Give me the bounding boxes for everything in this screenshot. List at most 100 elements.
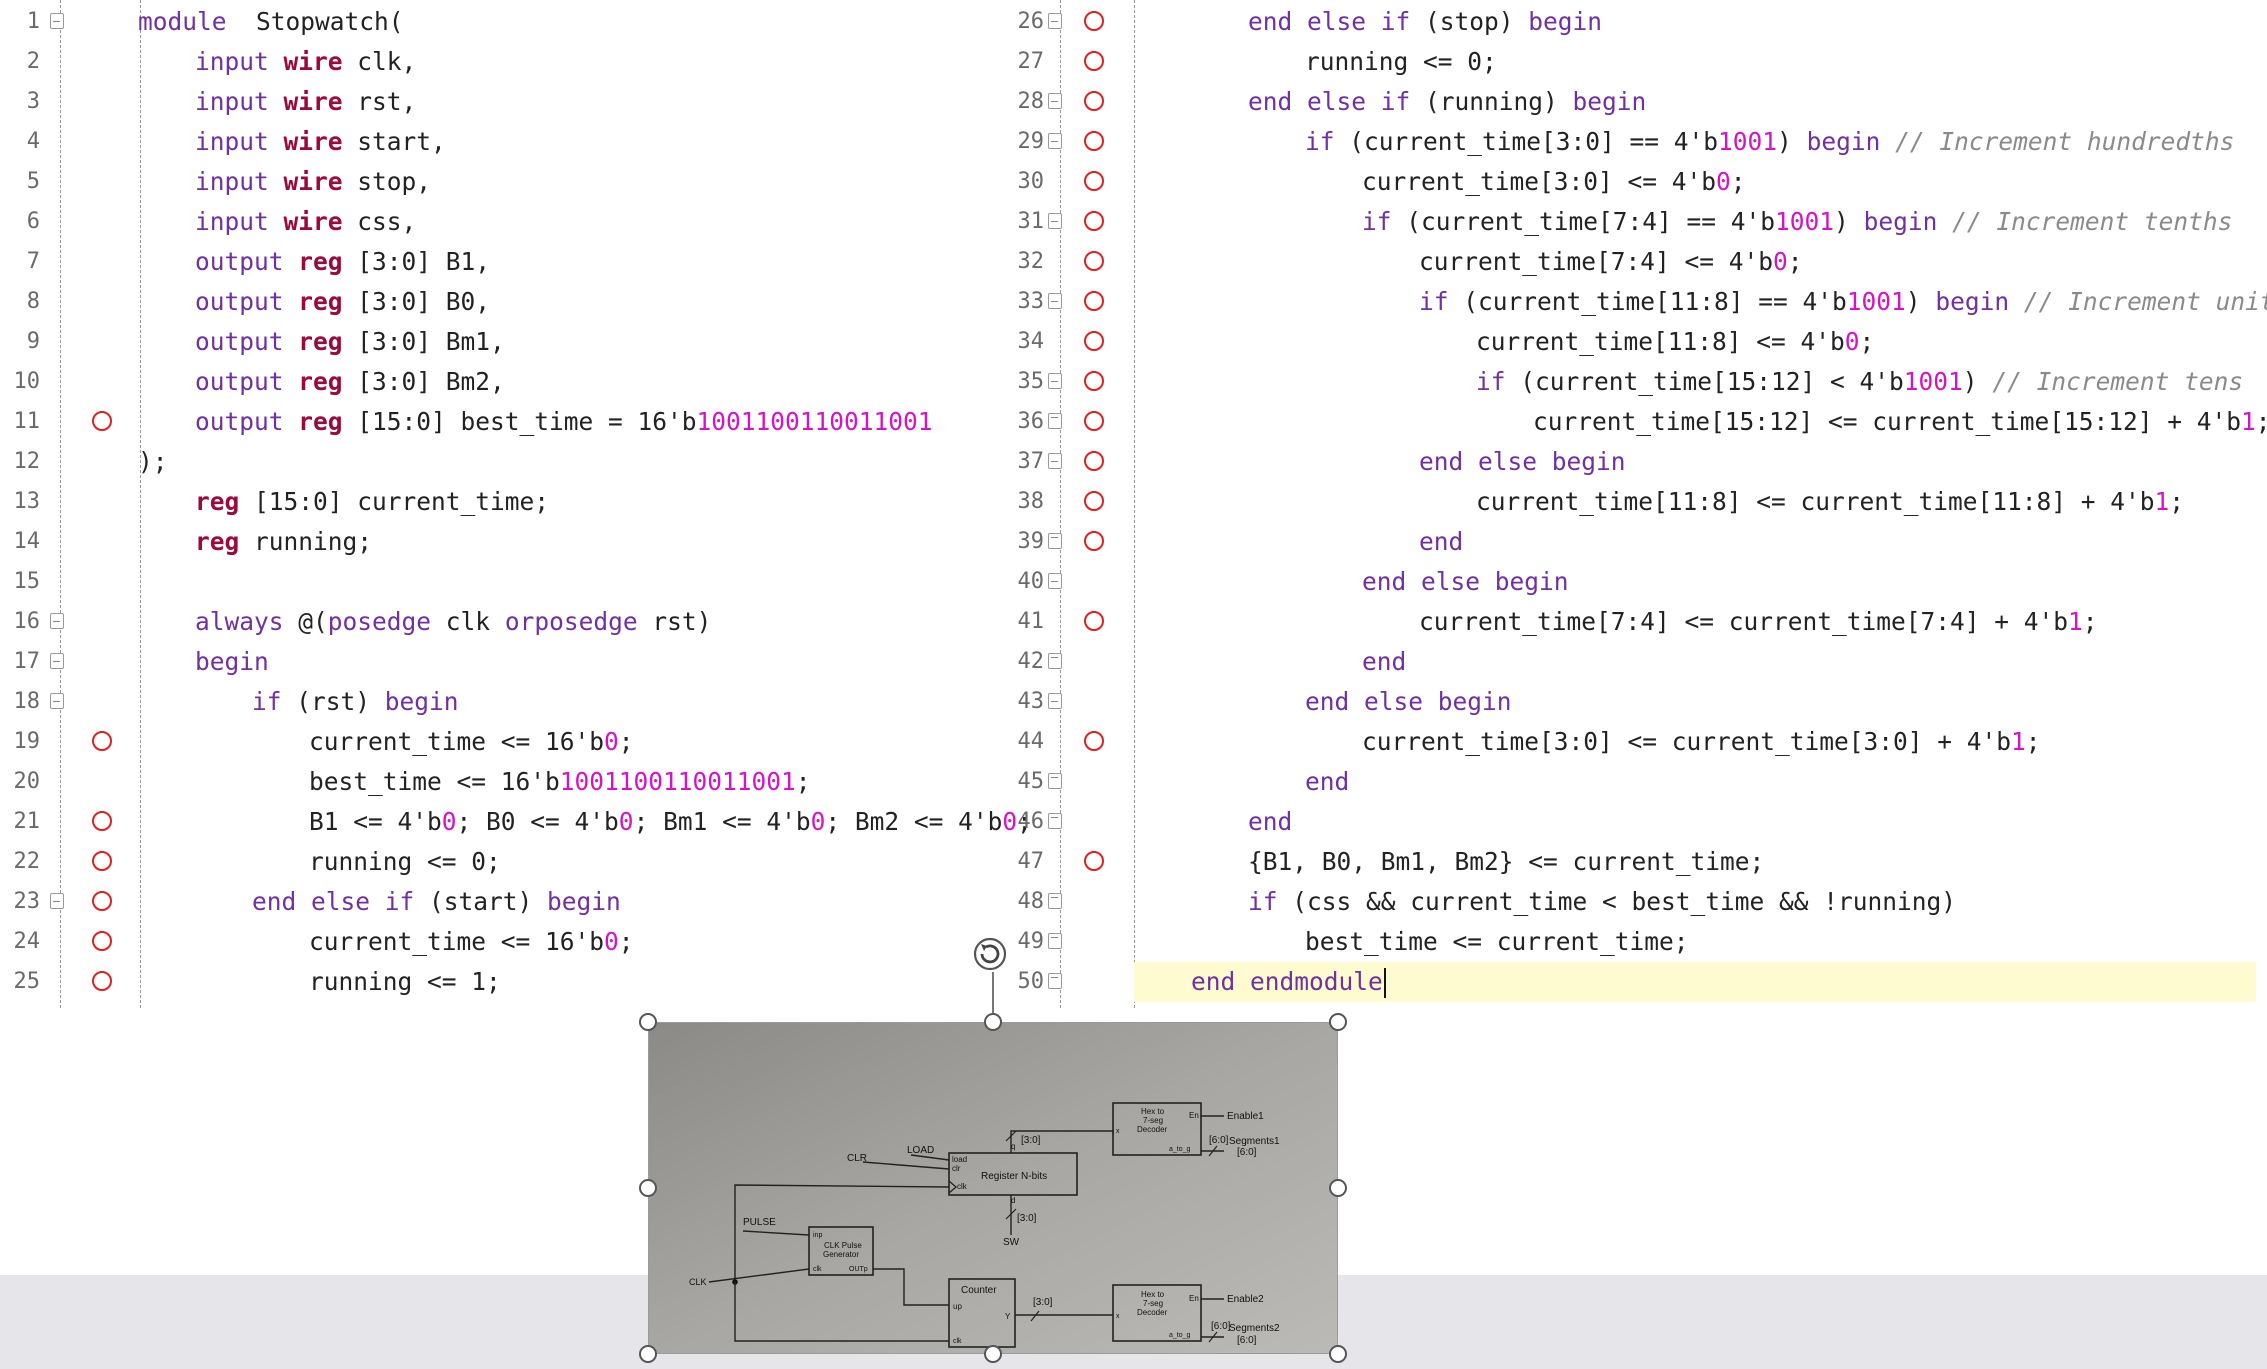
breakpoint-icon[interactable] [1084, 611, 1104, 631]
fold-end-icon[interactable] [1048, 413, 1062, 429]
fold-collapse-icon[interactable] [50, 613, 64, 629]
breakpoint-icon[interactable] [92, 731, 112, 751]
resize-handle-bottom-right[interactable] [1329, 1345, 1347, 1363]
breakpoint-icon[interactable] [1084, 411, 1104, 431]
rotate-handle-icon[interactable] [972, 936, 1008, 972]
fold-end-icon[interactable] [1048, 973, 1062, 989]
breakpoint-icon[interactable] [1084, 371, 1104, 391]
fold-end-icon[interactable] [1048, 813, 1062, 829]
fold-collapse-icon[interactable] [1048, 573, 1062, 589]
fold-collapse-icon[interactable] [1048, 13, 1062, 29]
code-line[interactable]: 47{B1, B0, Bm1, Bm2} <= current_time; [1000, 842, 2267, 882]
fold-collapse-icon[interactable] [1048, 293, 1062, 309]
breakpoint-icon[interactable] [1084, 331, 1104, 351]
breakpoint-icon[interactable] [92, 971, 112, 991]
breakpoint-icon[interactable] [1084, 171, 1104, 191]
breakpoint-icon[interactable] [1084, 211, 1104, 231]
breakpoint-icon[interactable] [92, 931, 112, 951]
fold-collapse-icon[interactable] [50, 653, 64, 669]
breakpoint-icon[interactable] [1084, 131, 1104, 151]
breakpoint-icon[interactable] [1084, 291, 1104, 311]
breakpoint-icon[interactable] [1084, 51, 1104, 71]
breakpoint-icon[interactable] [92, 851, 112, 871]
resize-handle-top-right[interactable] [1329, 1013, 1347, 1031]
fold-collapse-icon[interactable] [1048, 373, 1062, 389]
fold-collapse-icon[interactable] [1048, 93, 1062, 109]
breakpoint-icon[interactable] [1084, 11, 1104, 31]
resize-handle-top-left[interactable] [639, 1013, 657, 1031]
fold-end-icon[interactable] [1048, 893, 1062, 909]
fold-collapse-icon[interactable] [1048, 693, 1062, 709]
breakpoint-icon[interactable] [92, 891, 112, 911]
embedded-image[interactable]: Register N-bits load clr clk d q LOAD CL… [648, 1022, 1338, 1354]
resize-handle-left[interactable] [639, 1179, 657, 1197]
code-line[interactable]: 15 [0, 562, 1000, 602]
breakpoint-icon[interactable] [1084, 851, 1104, 871]
breakpoint-icon[interactable] [92, 411, 112, 431]
fold-collapse-icon[interactable] [50, 13, 64, 29]
resize-handle-bottom[interactable] [984, 1345, 1002, 1363]
fold-collapse-icon[interactable] [50, 893, 64, 909]
fold-collapse-icon[interactable] [1048, 213, 1062, 229]
fold-end-icon[interactable] [1048, 533, 1062, 549]
breakpoint-icon[interactable] [1084, 531, 1104, 551]
resize-handle-bottom-left[interactable] [639, 1345, 657, 1363]
breakpoint-icon[interactable] [1084, 251, 1104, 271]
fold-end-icon[interactable] [1048, 773, 1062, 789]
fold-collapse-icon[interactable] [1048, 133, 1062, 149]
breakpoint-icon[interactable] [1084, 91, 1104, 111]
resize-handle-right[interactable] [1329, 1179, 1347, 1197]
fold-collapse-icon[interactable] [1048, 453, 1062, 469]
code-line[interactable]: 12); [0, 442, 1000, 482]
breakpoint-icon[interactable] [92, 811, 112, 831]
breakpoint-icon[interactable] [1084, 451, 1104, 471]
resize-handle-top[interactable] [984, 1013, 1002, 1031]
breakpoint-icon[interactable] [1084, 491, 1104, 511]
fold-end-icon[interactable] [1048, 653, 1062, 669]
fold-end-icon[interactable] [1048, 933, 1062, 949]
